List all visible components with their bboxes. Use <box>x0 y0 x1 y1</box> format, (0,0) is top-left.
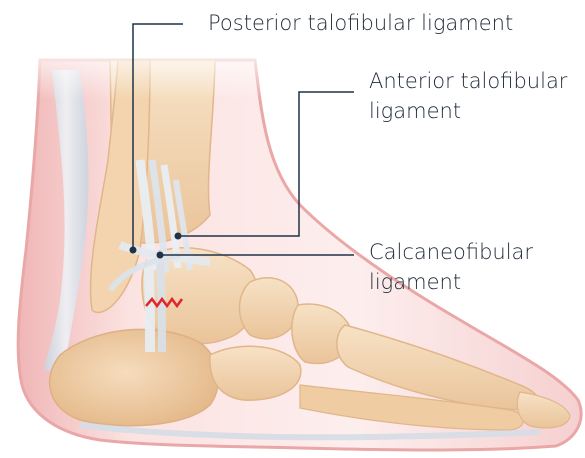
label-calcaneofibular-ligament: Calcaneofibular ligament <box>369 237 533 297</box>
navicular <box>240 278 299 339</box>
dot-calcaneo <box>157 252 164 259</box>
cuboid <box>210 346 301 400</box>
label-posterior-text: Posterior talofibular ligament <box>208 8 513 38</box>
label-anterior-line1: Anterior talofibular <box>369 66 567 96</box>
dot-anterior <box>175 233 182 240</box>
label-anterior-talofibular-ligament: Anterior talofibular ligament <box>369 66 567 126</box>
label-calcaneo-line2: ligament <box>369 267 533 297</box>
label-calcaneo-line1: Calcaneofibular <box>369 237 533 267</box>
label-posterior-talofibular-ligament: Posterior talofibular ligament <box>208 8 513 38</box>
label-anterior-line2: ligament <box>369 96 567 126</box>
dot-posterior <box>130 247 137 254</box>
